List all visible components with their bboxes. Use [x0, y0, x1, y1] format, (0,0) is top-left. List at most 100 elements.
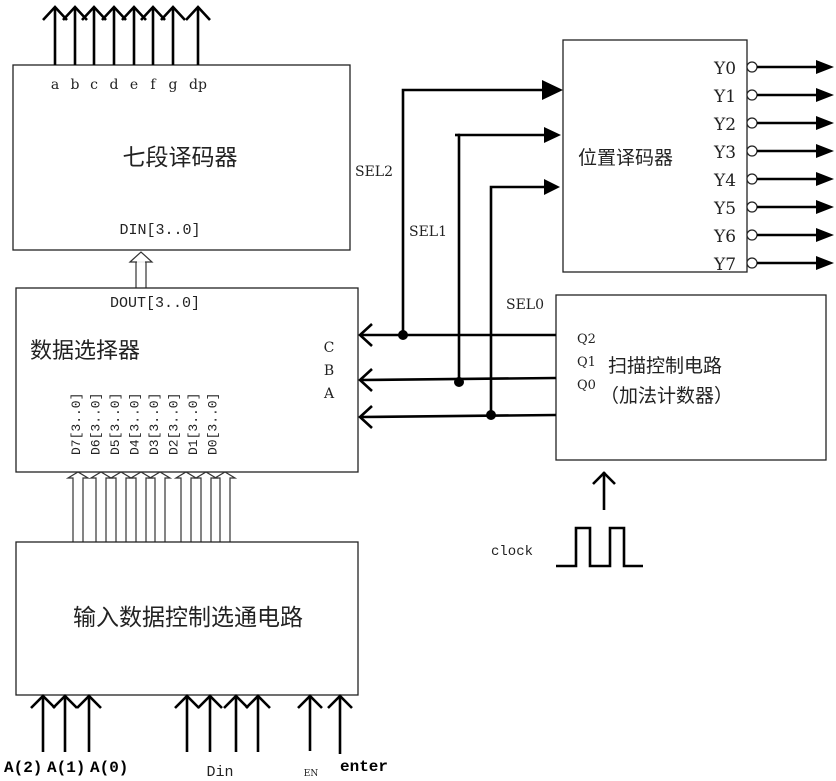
seven-seg-decoder-box	[12, 64, 351, 251]
input-address-a0-arrowhead	[76, 694, 102, 709]
segment-label-b: b	[71, 77, 80, 93]
input-control-box	[15, 541, 359, 696]
address-label-a2: A(2)	[4, 759, 42, 777]
a-arrowhead	[358, 405, 373, 429]
din-label: DIN[3..0]	[119, 222, 200, 239]
select-label-c: C	[324, 340, 335, 356]
output-y7-arrowhead	[816, 256, 834, 270]
enter-input-label: enter	[340, 758, 388, 776]
sel1-arrowhead	[544, 127, 561, 143]
input-enter-arrowhead	[327, 694, 353, 709]
address-label-a0: A(0)	[90, 759, 128, 777]
sel2-junction	[398, 330, 408, 340]
output-y0-arrowhead	[816, 60, 834, 74]
select-label-a: A	[323, 386, 335, 402]
segment-label-dp: dp	[189, 77, 207, 93]
input-address-a2-arrowhead	[30, 694, 56, 709]
output-label-y0: Y0	[713, 59, 736, 79]
output-label-y5: Y5	[713, 199, 736, 219]
bus-arrow-d7	[65, 471, 91, 542]
output-label-y7: Y7	[713, 255, 736, 275]
select-input-labels: CBA	[323, 340, 335, 402]
multiplexer-box	[15, 287, 359, 473]
segment-output-a-arrowhead	[42, 5, 68, 21]
sel0-wire	[489, 185, 548, 415]
clock-input: clock	[491, 471, 643, 568]
output-label-y4: Y4	[713, 171, 736, 191]
input-din-1-arrowhead	[223, 694, 249, 709]
input-en-arrowhead	[297, 694, 323, 709]
sel0-arrowhead	[544, 179, 560, 195]
bus-arrow-d4	[128, 471, 154, 542]
inversion-bubble-y2	[746, 117, 758, 129]
en-input-label: EN	[304, 769, 319, 779]
inversion-bubble-y0	[746, 61, 758, 73]
multiplexer-block: DOUT[3..0] 数据选择器 CBA D7[3..0]D6[3..0]D5[…	[15, 287, 359, 473]
output-y5-arrowhead	[816, 200, 834, 214]
sel1-label: SEL1	[409, 224, 447, 240]
scan-counter-block: Q2 Q1 Q0 扫描控制电路 （加法计数器）	[555, 294, 827, 461]
segment-label-f: f	[150, 77, 157, 93]
input-din-0-arrowhead	[245, 694, 271, 709]
q0-to-a-wire	[359, 413, 557, 419]
data-input-label-d3: D3[3..0]	[147, 393, 162, 455]
q2-label: Q2	[577, 332, 596, 347]
sel0-junction	[486, 410, 496, 420]
segment-label-c: c	[90, 77, 98, 93]
output-y3-arrowhead	[816, 144, 834, 158]
bus-arrow-d2	[173, 471, 199, 542]
sel0-label: SEL0	[506, 297, 544, 313]
seven-seg-decoder-title: 七段译码器	[123, 145, 238, 171]
data-input-label-d2: D2[3..0]	[167, 393, 182, 455]
data-input-label-d1: D1[3..0]	[186, 393, 201, 455]
sel1-junction	[454, 377, 464, 387]
segment-output-c-arrowhead	[81, 5, 107, 21]
segment-output-d-arrowhead	[101, 5, 127, 21]
segment-label-d: d	[110, 77, 119, 93]
dout-to-din-bus-arrow	[128, 251, 154, 289]
clock-arrowhead	[592, 471, 616, 485]
scan-counter-box	[555, 294, 827, 461]
segment-output-f-arrowhead	[140, 5, 166, 21]
sel2-label: SEL2	[355, 164, 393, 180]
data-input-label-d0: D0[3..0]	[206, 393, 221, 455]
output-y1-arrowhead	[816, 88, 834, 102]
output-label-y2: Y2	[713, 115, 736, 135]
dout-label: DOUT[3..0]	[110, 295, 200, 312]
output-label-y6: Y6	[713, 227, 736, 247]
clock-label: clock	[491, 544, 533, 560]
input-control-inputs	[30, 694, 353, 754]
data-input-labels: D7[3..0]D6[3..0]D5[3..0]D4[3..0]D3[3..0]…	[69, 393, 221, 455]
input-address-a1-arrowhead	[52, 694, 78, 709]
output-label-y3: Y3	[713, 143, 736, 163]
inversion-bubble-y5	[746, 201, 758, 213]
input-din-2-arrowhead	[197, 694, 223, 709]
q0-label: Q0	[577, 378, 596, 393]
bus-arrow-d6	[88, 471, 114, 542]
sel1-wire	[457, 133, 548, 381]
output-label-y1: Y1	[713, 87, 736, 107]
q1-label: Q1	[577, 355, 596, 370]
segment-output-g-arrowhead	[160, 5, 186, 21]
data-input-label-d5: D5[3..0]	[108, 393, 123, 455]
multiplexer-title: 数据选择器	[30, 339, 140, 364]
inversion-bubble-y1	[746, 89, 758, 101]
bus-arrow-d5	[108, 471, 134, 542]
select-label-b: B	[324, 363, 334, 379]
data-input-label-d7: D7[3..0]	[69, 393, 84, 455]
data-input-label-d4: D4[3..0]	[128, 393, 143, 455]
c-arrowhead	[358, 323, 373, 347]
output-y2-arrowhead	[816, 116, 834, 130]
input-din-3-arrowhead	[174, 694, 200, 709]
clock-waveform-icon	[556, 526, 643, 568]
sel2-arrowhead	[542, 80, 563, 100]
address-label-a1: A(1)	[47, 759, 85, 777]
input-control-block: 输入数据控制选通电路 A(2) A(1) A(0) Din EN enter	[4, 541, 388, 781]
input-control-title: 输入数据控制选通电路	[73, 605, 303, 631]
inversion-bubble-y7	[746, 257, 758, 269]
inversion-bubble-y3	[746, 145, 758, 157]
